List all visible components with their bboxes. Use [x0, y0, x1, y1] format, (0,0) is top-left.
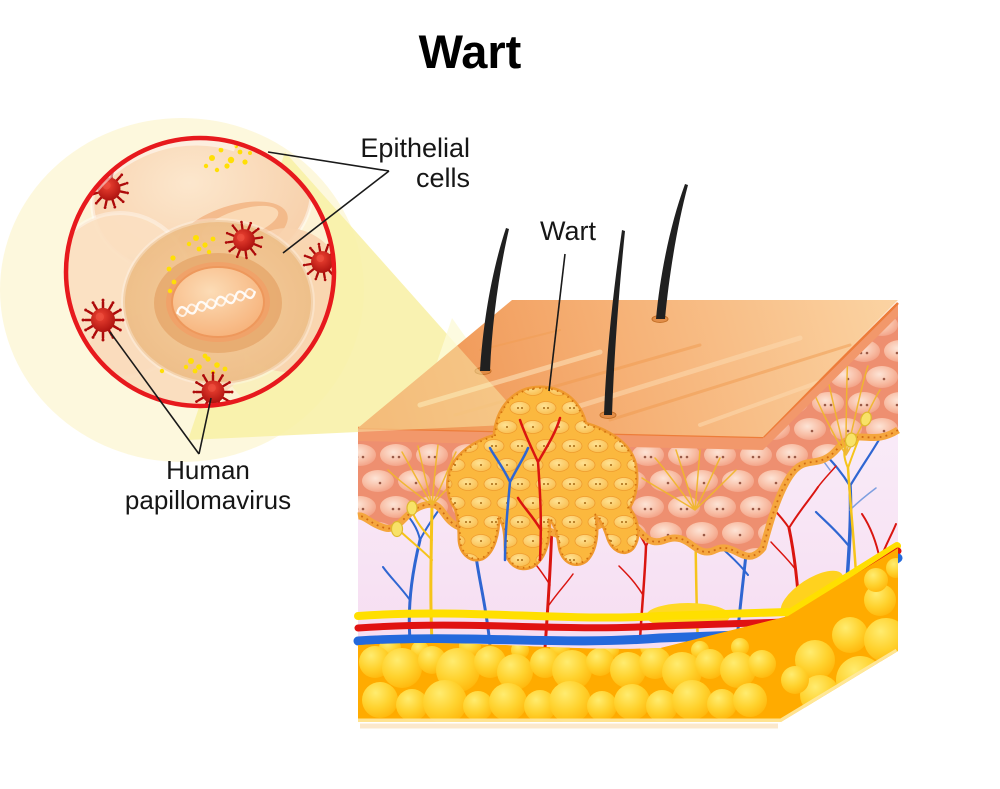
hairs — [480, 184, 688, 415]
pointer-line-epithelial-1 — [267, 151, 390, 172]
epithelial-cells-label: Epithelial cells — [318, 133, 470, 193]
wart-callout-label: Wart — [540, 216, 596, 246]
epidermal-nerve-endings — [387, 351, 881, 511]
hair — [604, 230, 625, 415]
epithelial-cells-label-line1: Epithelial — [360, 133, 470, 163]
wart-vessels — [488, 416, 562, 562]
cell-nucleus — [166, 262, 270, 342]
hair — [480, 228, 509, 371]
dna-helix — [176, 288, 256, 317]
beam-overlay — [358, 300, 527, 440]
pointer-lines — [109, 151, 566, 455]
virus-granules — [159, 143, 252, 375]
page-title: Wart — [418, 25, 522, 78]
hpv-label-line1: Human — [166, 455, 250, 485]
skin-surface — [358, 300, 898, 437]
magnified-cell-inset — [63, 135, 337, 409]
hpv-label: Human papillomavirus — [103, 455, 313, 515]
inset-ring — [63, 135, 337, 409]
nerve-bulbs — [390, 411, 872, 538]
pointer-line-wart — [548, 253, 566, 392]
subcutaneous-fat-layer — [358, 548, 898, 722]
hpv-label-line2: papillomavirus — [124, 485, 292, 516]
pointer-line-epithelial-2 — [282, 170, 390, 254]
hair — [656, 184, 688, 319]
pointer-line-hpv-2 — [198, 397, 212, 455]
epithelial-cells-label-line2: cells — [415, 163, 470, 194]
skin-block — [353, 184, 903, 729]
pointer-line-hpv-1 — [109, 331, 200, 455]
wart-growth — [449, 388, 637, 568]
skin-surface-streaks — [417, 329, 882, 427]
